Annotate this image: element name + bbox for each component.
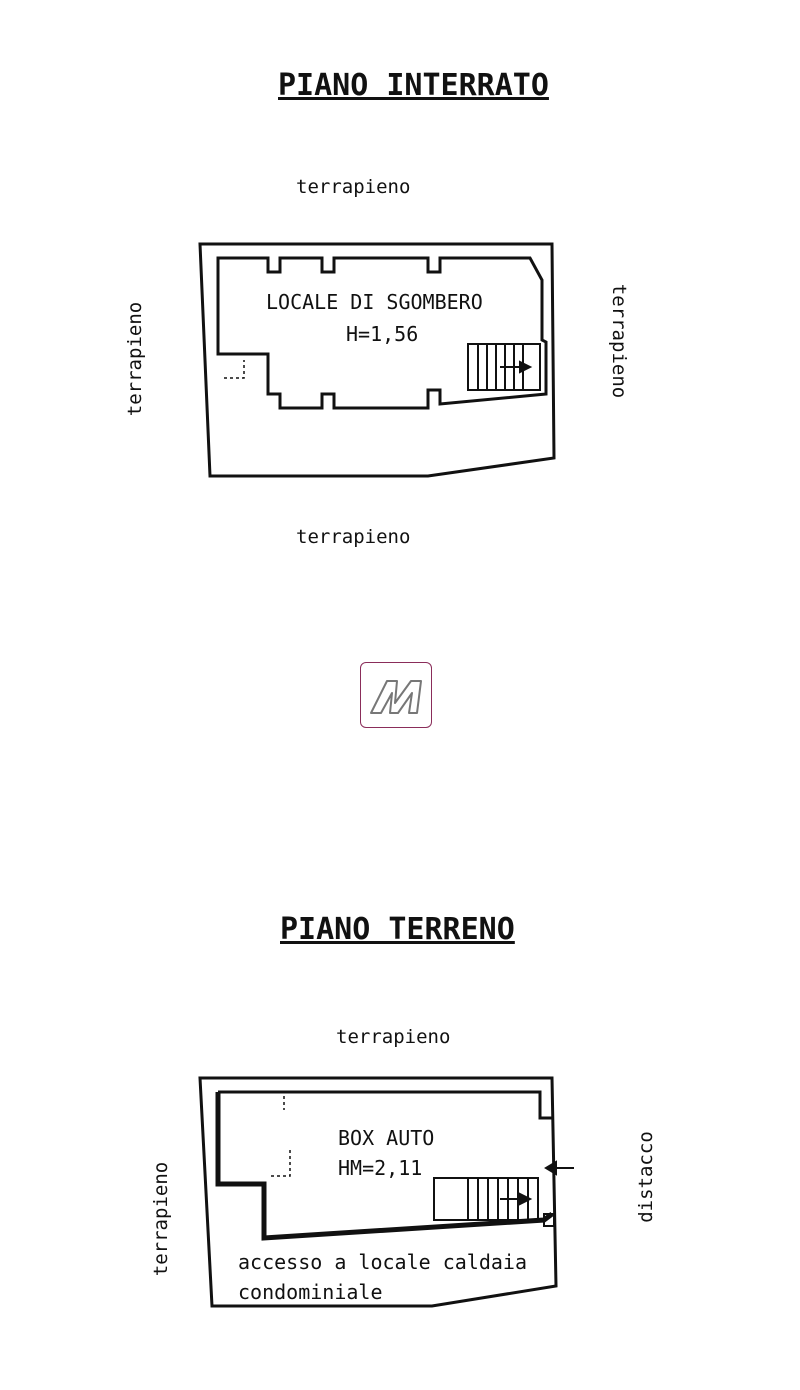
ground-column <box>543 1213 555 1227</box>
ground-outer-wall <box>198 1076 558 1308</box>
basement-inner-wall <box>216 256 548 410</box>
ground-label-top: terrapieno <box>336 1026 451 1048</box>
ground-note-line2: condominiale <box>238 1280 383 1304</box>
basement-room-height: H=1,56 <box>346 322 419 346</box>
basement-outer-wall <box>198 242 556 478</box>
logo-m-icon <box>370 680 422 714</box>
basement-stair <box>467 343 541 391</box>
ground-label-left: terrapieno <box>150 1161 173 1277</box>
ground-room-name: BOX AUTO <box>338 1126 435 1150</box>
basement-room-name: LOCALE DI SGOMBERO <box>266 290 483 314</box>
ground-label-right: distacco <box>634 1131 657 1223</box>
basement-label-top: terrapieno <box>296 176 411 198</box>
basement-label-bottom: terrapieno <box>296 526 411 548</box>
ground-dashed-niche <box>270 1096 291 1177</box>
ground-title: PIANO TERRENO <box>280 912 515 947</box>
ground-stair <box>433 1177 539 1221</box>
basement-dashed-niche <box>224 360 245 379</box>
ground-note-line1: accesso a locale caldaia <box>238 1250 527 1274</box>
ground-inner-wall <box>218 1090 552 1120</box>
ground-room-height: HM=2,11 <box>338 1156 423 1180</box>
logo <box>360 662 432 728</box>
ground-inner-left-wall <box>215 1092 554 1241</box>
ground-entry-arrow <box>544 1160 574 1176</box>
basement-title: PIANO INTERRATO <box>278 68 549 103</box>
